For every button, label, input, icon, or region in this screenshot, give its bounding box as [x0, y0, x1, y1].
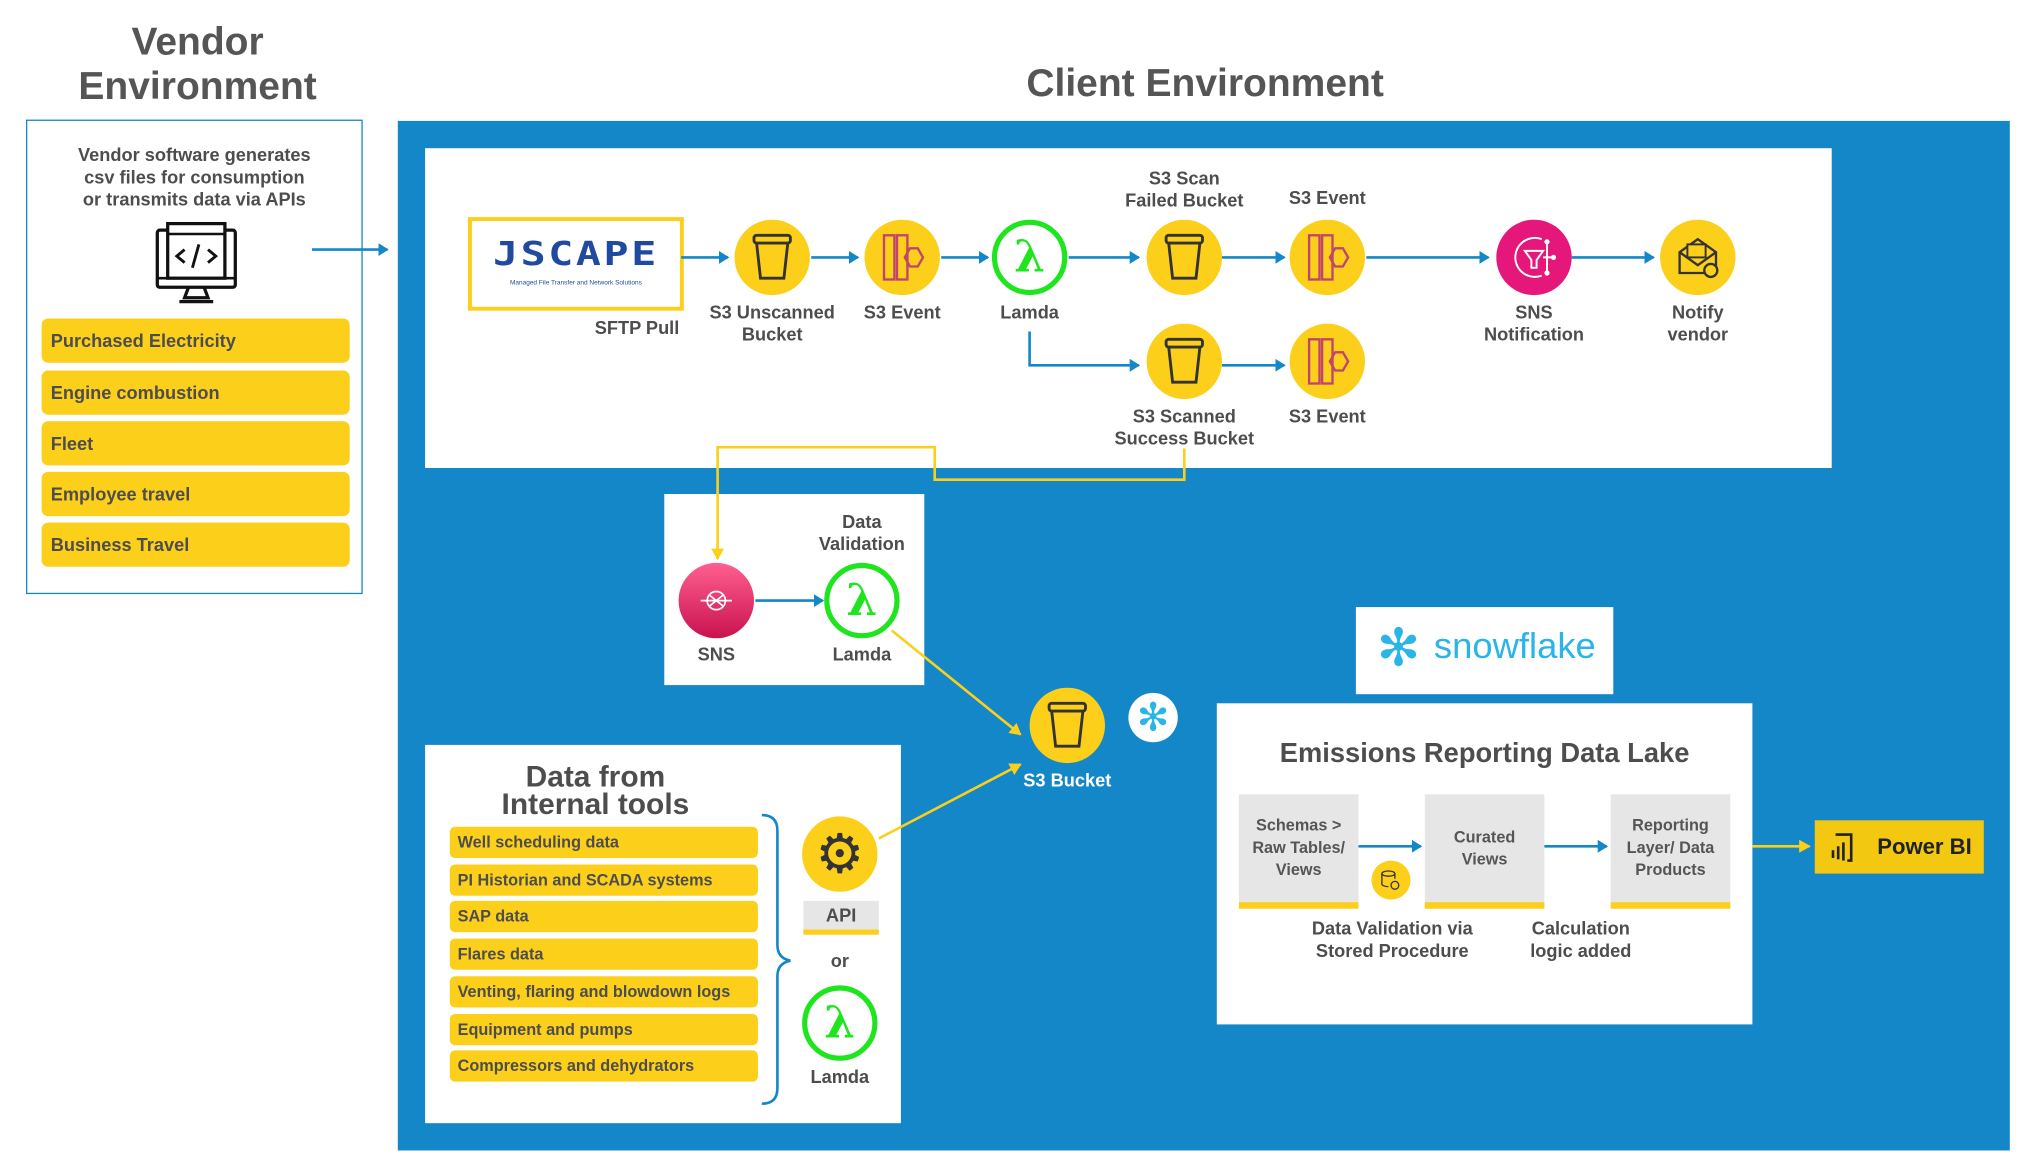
lambda-icon: λ [824, 562, 900, 639]
code-monitor-icon [155, 221, 237, 304]
sns-notification-icon [1496, 219, 1572, 296]
failed-bucket-label: S3 Scan Failed Bucket [1125, 167, 1244, 211]
internal-data-item: Compressors and dehydrators [449, 1050, 758, 1082]
brace [761, 813, 791, 1105]
sftp-pull-label: SFTP Pull [594, 317, 680, 338]
unscanned-bucket-label: S3 Unscanned Bucket [709, 301, 835, 345]
s3-failed-bucket-icon [1146, 219, 1222, 296]
snowflake-icon: ✻ [1376, 620, 1421, 678]
sns-notification-label: SNS Notification [1483, 301, 1585, 345]
lambda-icon: λ [802, 985, 878, 1061]
notify-vendor-label: Notify vendor [1667, 301, 1729, 345]
s3-unscanned-bucket-icon [734, 219, 810, 296]
or-label: or [830, 950, 849, 972]
jscape-logo: JSCAPE Managed File Transfer and Network… [467, 217, 684, 311]
s3-event-label: S3 Event [863, 301, 941, 323]
s3-event-icon [864, 219, 940, 296]
sns-icon [678, 562, 754, 639]
internal-data-item: Well scheduling data [449, 826, 758, 858]
reporting-layer-stage: Reporting Layer/ Data Products [1610, 794, 1731, 909]
vendor-environment-title: Vendor Environment [78, 20, 317, 108]
power-bi-output: Power BI [1814, 820, 1984, 874]
snowflake-icon: ✻ [1128, 692, 1178, 743]
s3-event-icon [1289, 219, 1365, 296]
data-validation-label: Data Validation [818, 510, 905, 554]
lambda-icon: λ [991, 219, 1068, 296]
snowflake-logo: ✻ snowflake [1355, 607, 1614, 695]
s3-success-bucket-icon [1146, 323, 1222, 400]
vendor-data-item: Employee travel [41, 471, 350, 517]
s3-event-label: S3 Event [1288, 405, 1366, 427]
client-environment-title: Client Environment [1026, 62, 1384, 106]
s3-bucket-icon [1029, 687, 1105, 764]
lambda-label: Lamda [832, 643, 892, 665]
internal-tools-title: Data from Internal tools [501, 759, 690, 821]
s3-event-label: S3 Event [1288, 187, 1366, 208]
vendor-description: Vendor software generates csv files for … [78, 144, 311, 210]
calculation-note: Calculation logic added [1530, 917, 1632, 961]
vendor-data-item: Business Travel [41, 522, 350, 567]
internal-data-item: Venting, flaring and blowdown logs [449, 976, 758, 1008]
data-lake-title: Emissions Reporting Data Lake [1279, 738, 1690, 769]
internal-data-item: PI Historian and SCADA systems [449, 864, 758, 896]
vendor-data-item: Engine combustion [41, 370, 350, 415]
power-bi-icon [1831, 832, 1853, 862]
lambda-label: Lamda [1000, 301, 1059, 323]
data-validation-note: Data Validation via Stored Procedure [1311, 917, 1473, 961]
api-label: API [803, 900, 879, 935]
s3-event-icon [1289, 323, 1365, 400]
vendor-data-item: Fleet [41, 421, 350, 466]
internal-data-item: SAP data [449, 901, 758, 933]
vendor-data-item: Purchased Electricity [41, 318, 350, 363]
internal-data-item: Flares data [449, 938, 758, 970]
api-gear-icon: ⚙ [802, 816, 878, 892]
raw-tables-stage: Schemas > Raw Tables/ Views [1238, 794, 1359, 909]
curated-views-stage: Curated Views [1424, 794, 1545, 909]
lambda-label: Lamda [810, 1066, 870, 1087]
sns-label: SNS [697, 643, 736, 665]
internal-data-item: Equipment and pumps [449, 1013, 758, 1045]
notify-vendor-icon [1660, 219, 1736, 296]
success-bucket-label: S3 Scanned Success Bucket [1114, 405, 1255, 449]
database-gear-icon [1371, 860, 1411, 900]
s3-bucket-label: S3 Bucket [1023, 769, 1112, 791]
power-bi-label: Power BI [1877, 833, 1972, 859]
